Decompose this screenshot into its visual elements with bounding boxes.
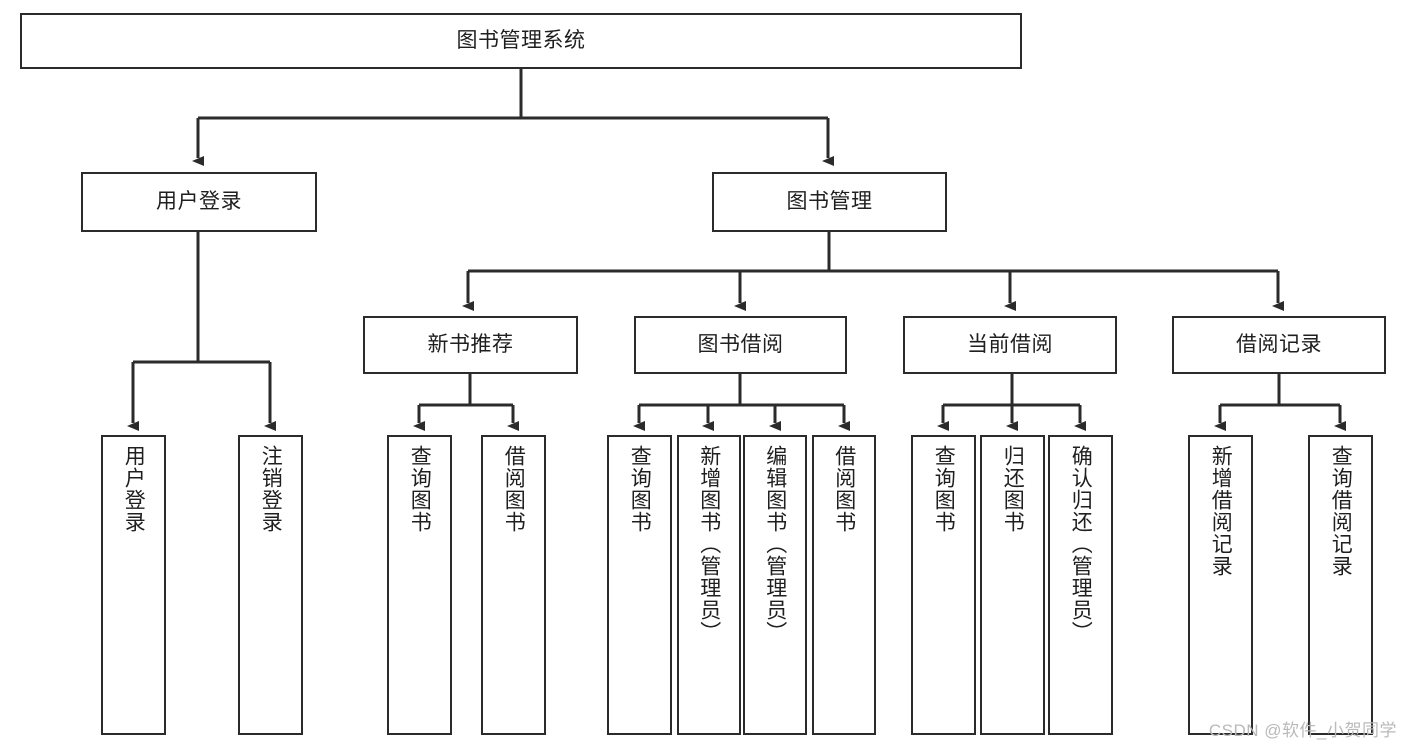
node-new-book-recommend[interactable]: 新书推荐 bbox=[363, 316, 578, 374]
node-leaf-return-book[interactable]: 归还图书 bbox=[980, 435, 1045, 735]
node-label: 新增图书（管理员） bbox=[697, 445, 721, 643]
csdn-watermark: CSDN @软件_小贺同学 bbox=[1208, 721, 1397, 740]
node-leaf-query-borrow-record[interactable]: 查询借阅记录 bbox=[1308, 435, 1373, 735]
node-label: 查询图书 bbox=[408, 445, 432, 533]
node-leaf-confirm-return-admin[interactable]: 确认归还（管理员） bbox=[1048, 435, 1113, 735]
node-label: 归还图书 bbox=[1001, 445, 1025, 533]
node-book-manage[interactable]: 图书管理 bbox=[712, 172, 947, 232]
node-book-borrow[interactable]: 图书借阅 bbox=[634, 316, 847, 374]
node-leaf-add-book-admin[interactable]: 新增图书（管理员） bbox=[677, 435, 741, 735]
node-label: 新书推荐 bbox=[427, 333, 514, 357]
node-root-system[interactable]: 图书管理系统 bbox=[20, 13, 1022, 69]
node-label: 借阅图书 bbox=[502, 445, 526, 533]
node-label: 图书借阅 bbox=[697, 333, 784, 357]
node-label: 当前借阅 bbox=[967, 333, 1053, 357]
node-leaf-edit-book-admin[interactable]: 编辑图书（管理员） bbox=[743, 435, 807, 735]
node-label: 用户登录 bbox=[122, 445, 146, 533]
node-label: 编辑图书（管理员） bbox=[763, 445, 787, 643]
node-leaf-user-login[interactable]: 用户登录 bbox=[101, 435, 166, 735]
node-label: 查询借阅记录 bbox=[1329, 445, 1353, 577]
node-leaf-logout-login[interactable]: 注销登录 bbox=[238, 435, 303, 735]
node-label: 图书管理系统 bbox=[456, 29, 586, 53]
node-label: 查询图书 bbox=[628, 445, 652, 533]
node-label: 查询图书 bbox=[932, 445, 956, 533]
node-current-borrow[interactable]: 当前借阅 bbox=[903, 316, 1117, 374]
node-label: 用户登录 bbox=[156, 190, 242, 214]
node-leaf-query-book-2[interactable]: 查询图书 bbox=[607, 435, 672, 735]
node-leaf-query-book-3[interactable]: 查询图书 bbox=[911, 435, 976, 735]
node-label: 图书管理 bbox=[786, 190, 873, 214]
node-leaf-query-book-1[interactable]: 查询图书 bbox=[387, 435, 452, 735]
node-label: 注销登录 bbox=[259, 445, 283, 533]
node-label: 借阅图书 bbox=[832, 445, 856, 533]
node-leaf-borrow-book-1[interactable]: 借阅图书 bbox=[481, 435, 546, 735]
node-label: 新增借阅记录 bbox=[1209, 445, 1233, 577]
node-leaf-add-borrow-record[interactable]: 新增借阅记录 bbox=[1188, 435, 1253, 735]
node-user-login[interactable]: 用户登录 bbox=[81, 172, 317, 232]
node-borrow-record[interactable]: 借阅记录 bbox=[1172, 316, 1386, 374]
node-label: 确认归还（管理员） bbox=[1069, 445, 1093, 643]
node-leaf-borrow-book-2[interactable]: 借阅图书 bbox=[812, 435, 876, 735]
node-label: 借阅记录 bbox=[1236, 333, 1322, 357]
